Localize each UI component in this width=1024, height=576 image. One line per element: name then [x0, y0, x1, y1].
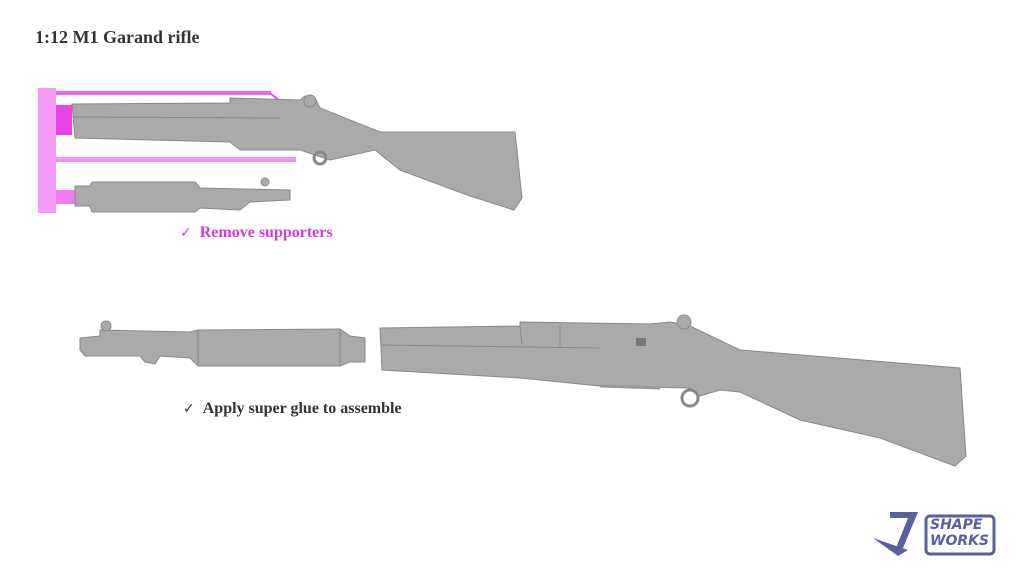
- stock-assembly: [379, 321, 967, 467]
- step-text: Apply super glue to assemble: [202, 400, 402, 417]
- logo-mark-icon: [873, 512, 996, 556]
- checkmark-icon: ✓: [180, 225, 192, 241]
- support-tip: [56, 105, 72, 135]
- step-text: Remove supporters: [199, 224, 333, 241]
- logo-text-works: WORKS: [930, 533, 990, 549]
- assembled-parts-image: [79, 314, 967, 467]
- support-frame: [38, 88, 56, 213]
- support-beam: [56, 91, 271, 95]
- step-apply-glue: ✓ Apply super glue to assemble: [183, 400, 402, 418]
- supported-parts-image: [38, 88, 523, 213]
- shapeworks-logo: SHAPE WORKS: [868, 508, 998, 558]
- barrel-assembly: [79, 328, 366, 367]
- barrel-part: [74, 181, 291, 213]
- step-remove-supporters: ✓ Remove supporters: [180, 224, 333, 242]
- stock-upper-part: [71, 95, 523, 211]
- support-beam: [56, 157, 296, 162]
- checkmark-icon: ✓: [183, 401, 195, 417]
- page-title: 1:12 M1 Garand rifle: [35, 27, 200, 47]
- logo-text-shape: SHAPE: [930, 517, 983, 533]
